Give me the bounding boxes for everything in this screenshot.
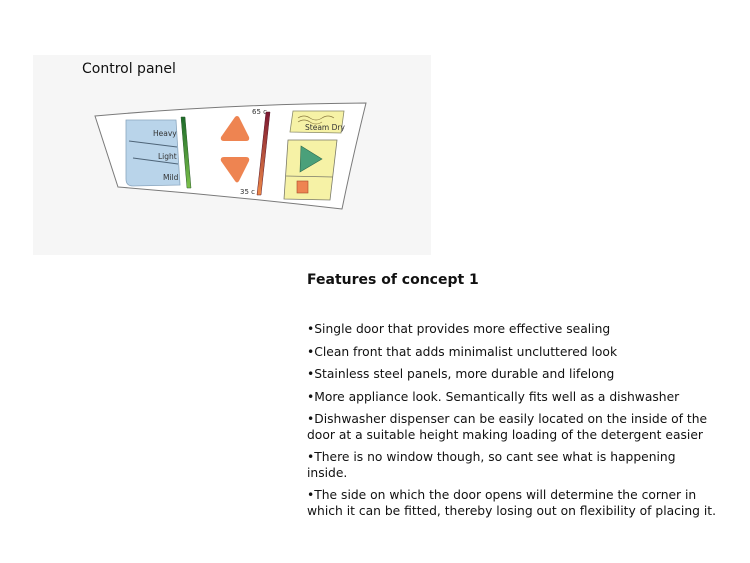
feature-item: •Single door that provides more effectiv… (307, 322, 611, 336)
steam-dry-button[interactable]: Steam Dry (289, 110, 345, 134)
feature-item: •There is no window though, so cant see … (307, 450, 676, 480)
feature-item: •Dishwasher dispenser can be easily loca… (307, 412, 708, 442)
wash-level-light[interactable]: Light (158, 152, 177, 161)
feature-item: •More appliance look. Semantically fits … (307, 389, 680, 404)
wash-level-bar (180, 116, 192, 189)
panel-title: Control panel (82, 61, 176, 77)
wash-level-heavy[interactable]: Heavy (153, 129, 177, 138)
wash-level-mild[interactable]: Mild (163, 173, 179, 182)
steam-icon (297, 115, 335, 125)
steam-dry-label: Steam Dry (305, 123, 345, 132)
down-arrow-icon[interactable] (220, 157, 250, 183)
features-list: •Single door that provides more effectiv… (307, 322, 717, 526)
play-icon[interactable] (299, 145, 323, 173)
up-arrow-icon[interactable] (220, 116, 250, 141)
stop-icon[interactable] (296, 180, 309, 194)
temperature-bar (256, 111, 271, 196)
feature-item: •The side on which the door opens will d… (307, 488, 717, 518)
start-stop-control[interactable] (283, 139, 338, 201)
temp-high-label: 65 c (252, 108, 267, 116)
temp-low-label: 35 c (240, 188, 255, 196)
wash-level-selector[interactable]: Heavy Light Mild (125, 119, 181, 187)
feature-item: •Stainless steel panels, more durable an… (307, 367, 615, 381)
control-panel-drawing: Heavy Light Mild 65 c 35 c Steam Dry (94, 102, 367, 210)
feature-item: •Clean front that adds minimalist unclut… (307, 344, 618, 359)
features-title: Features of concept 1 (307, 272, 479, 288)
